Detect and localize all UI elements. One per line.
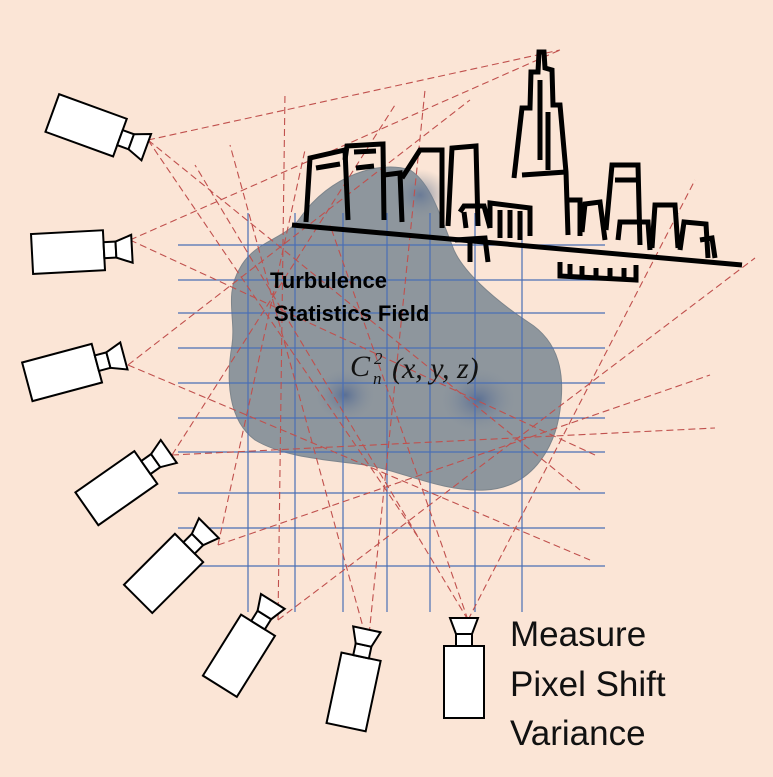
- voxel-grid: [178, 213, 605, 612]
- sight-rays: [127, 49, 756, 646]
- caption-line2: Pixel Shift: [510, 665, 666, 704]
- formula-subscript: n: [373, 369, 382, 388]
- camera-8: [443, 617, 485, 719]
- field-title-line2: Statistics Field: [274, 301, 429, 326]
- formula-symbol: C: [350, 350, 371, 383]
- hotspot-left: [313, 367, 377, 423]
- field-title-line1: Turbulence: [270, 268, 387, 293]
- camera-7: [325, 625, 383, 733]
- hotspot-upper: [390, 169, 450, 221]
- camera-6: [201, 592, 287, 699]
- camera-2: [29, 229, 134, 276]
- city-skyline-icon: [291, 49, 743, 283]
- camera-1: [44, 92, 153, 163]
- camera-5: [122, 516, 221, 615]
- caption-line3: Variance: [510, 714, 646, 753]
- camera-3: [20, 340, 129, 403]
- formula-args: (x, y, z): [392, 352, 479, 385]
- formula-superscript: 2: [374, 349, 383, 368]
- caption-line1: Measure: [510, 615, 646, 654]
- camera-4: [74, 438, 179, 527]
